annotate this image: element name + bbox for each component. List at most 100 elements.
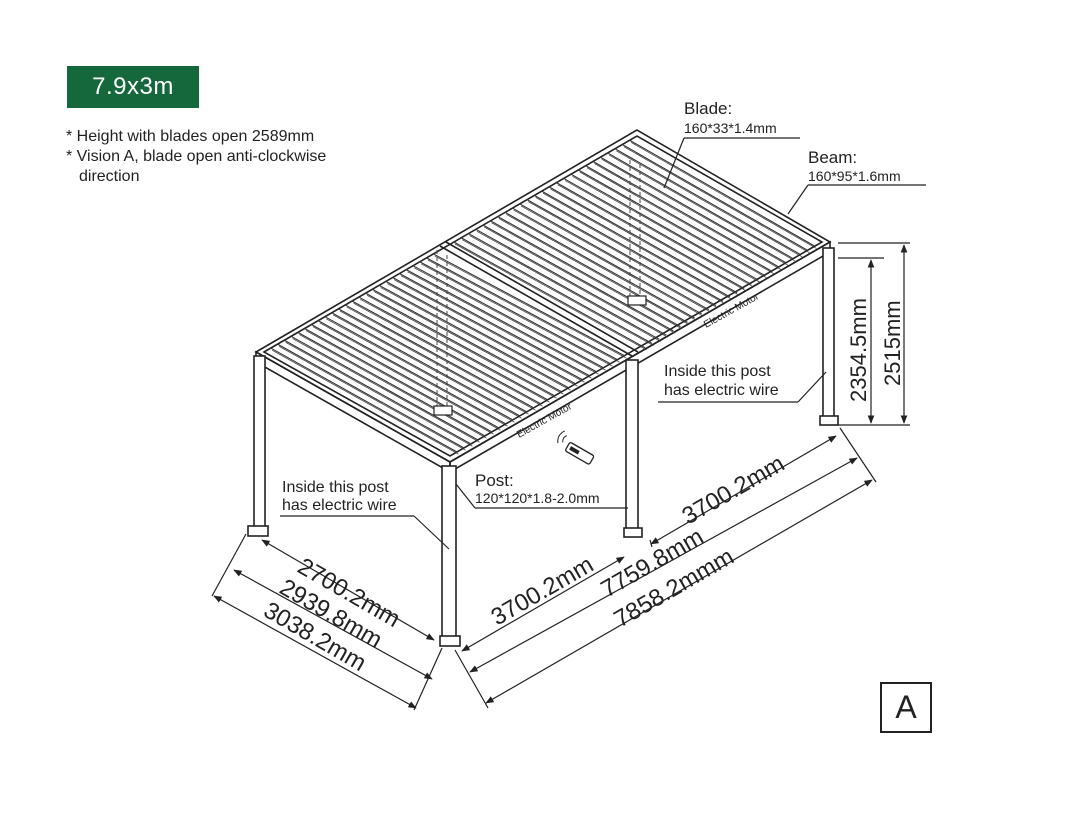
height-dimensions xyxy=(838,242,910,426)
blade-slat xyxy=(324,316,514,421)
blade-slat xyxy=(607,152,794,260)
blade-slat-edge xyxy=(407,271,599,375)
blade-slat xyxy=(372,288,563,393)
blade-slat-edge xyxy=(564,180,753,287)
note-vision: * Vision A, blade open anti-clockwise xyxy=(66,148,327,165)
blade-slat xyxy=(599,156,787,264)
post-title: Post: xyxy=(475,471,514,490)
blade-slat-edge xyxy=(476,230,668,338)
blade-slat xyxy=(338,308,528,413)
blade-slat xyxy=(304,327,493,433)
blade-slat-edge xyxy=(469,235,661,342)
motor-boxes xyxy=(433,295,647,416)
blade-slat xyxy=(460,237,653,345)
blade-slat-edge xyxy=(586,167,775,275)
blade-slat xyxy=(614,148,802,256)
wire-left-line2: has electric wire xyxy=(282,497,397,514)
blade-slat-edge xyxy=(434,255,627,359)
blade-slat-edge xyxy=(630,142,817,249)
blade-slat-edge xyxy=(414,267,606,371)
blade-slat xyxy=(358,296,549,401)
blade-slat xyxy=(504,211,695,319)
blade-slat xyxy=(284,339,472,445)
blade-slat xyxy=(453,241,646,349)
blade-slat-edge xyxy=(312,326,501,431)
blade-slat-edge xyxy=(373,291,564,395)
blade-slat xyxy=(378,284,570,389)
width-dimensions xyxy=(211,533,443,711)
blade-slat xyxy=(270,347,458,453)
blade-slat-edge xyxy=(421,263,613,367)
blade-slat-edge xyxy=(319,322,508,427)
blade-slat-edge xyxy=(353,302,543,407)
blade-slat xyxy=(475,228,667,336)
beam-title: Beam: xyxy=(808,148,857,167)
blade-slat xyxy=(405,269,598,373)
blade-slat xyxy=(365,292,556,397)
blade-slat-edge xyxy=(387,283,578,387)
blade-slat xyxy=(511,207,702,315)
blade-slat xyxy=(570,173,759,281)
blade-slat-edge xyxy=(333,314,522,419)
blade-slat xyxy=(426,257,619,361)
dim-front-3700: 3700.2mm xyxy=(487,551,599,631)
dim-height-outer: 2515mm xyxy=(880,300,905,386)
wire-dashes xyxy=(436,160,641,412)
blade-slat-edge xyxy=(542,192,732,300)
blade-slat xyxy=(489,220,681,328)
dim-right-3700: 3700.2mm xyxy=(678,450,790,530)
blade-slat xyxy=(331,312,521,417)
blade-slat-edge xyxy=(623,146,810,253)
blade-slat-edge xyxy=(360,298,550,403)
blade-slat xyxy=(526,198,717,306)
blade-slat xyxy=(497,215,688,323)
blade-slat xyxy=(392,276,584,381)
blade-slat-edge xyxy=(535,197,725,304)
roof-blades xyxy=(270,139,817,455)
blade-slat-edge xyxy=(513,209,704,317)
blade-slat-edge xyxy=(326,318,515,423)
blade-slat xyxy=(629,139,816,247)
blade-slat xyxy=(351,300,542,405)
note-height: * Height with blades open 2589mm xyxy=(66,128,315,145)
wire-left-line1: Inside this post xyxy=(282,479,389,496)
note-direction: direction xyxy=(79,168,140,185)
blade-slat xyxy=(563,177,752,285)
blade-slat-edge xyxy=(393,279,585,383)
blade-slat-edge xyxy=(427,259,620,363)
blade-slat-edge xyxy=(339,310,529,415)
blade-slat xyxy=(577,169,766,277)
blade-slat-edge xyxy=(454,243,647,351)
post-spec: 120*120*1.8-2.0mm xyxy=(475,490,600,506)
blade-slat-edge xyxy=(380,287,571,391)
blade-slat xyxy=(344,304,535,409)
middle-beam xyxy=(439,241,639,357)
blade-slat xyxy=(548,186,738,294)
dim-height-inner: 2354.5mm xyxy=(846,298,871,402)
blade-slat-edge xyxy=(601,159,789,266)
blade-slat xyxy=(419,261,612,365)
blade-slat-edge xyxy=(285,342,473,447)
blade-spec: 160*33*1.4mm xyxy=(684,120,777,136)
blade-slat-edge xyxy=(305,330,494,435)
blade-slat xyxy=(585,165,773,273)
blade-slat xyxy=(482,224,674,332)
blade-slat xyxy=(541,190,731,298)
blade-slat xyxy=(399,273,591,377)
blade-slat xyxy=(622,143,809,251)
blade-slat xyxy=(385,280,577,385)
blade-slat-edge xyxy=(506,214,697,321)
blade-slat-edge xyxy=(346,306,536,411)
blade-slat xyxy=(432,253,626,357)
blade-title: Blade: xyxy=(684,99,732,118)
blade-slat xyxy=(519,203,710,311)
length-dimensions xyxy=(454,427,877,709)
blade-slat-edge xyxy=(550,188,739,296)
blade-slat xyxy=(317,320,507,425)
beam-spec: 160*95*1.6mm xyxy=(808,168,901,184)
blade-slat xyxy=(297,331,486,437)
blade-slat-edge xyxy=(491,222,683,330)
remote-icon xyxy=(557,430,595,465)
blade-slat-edge xyxy=(528,201,718,308)
